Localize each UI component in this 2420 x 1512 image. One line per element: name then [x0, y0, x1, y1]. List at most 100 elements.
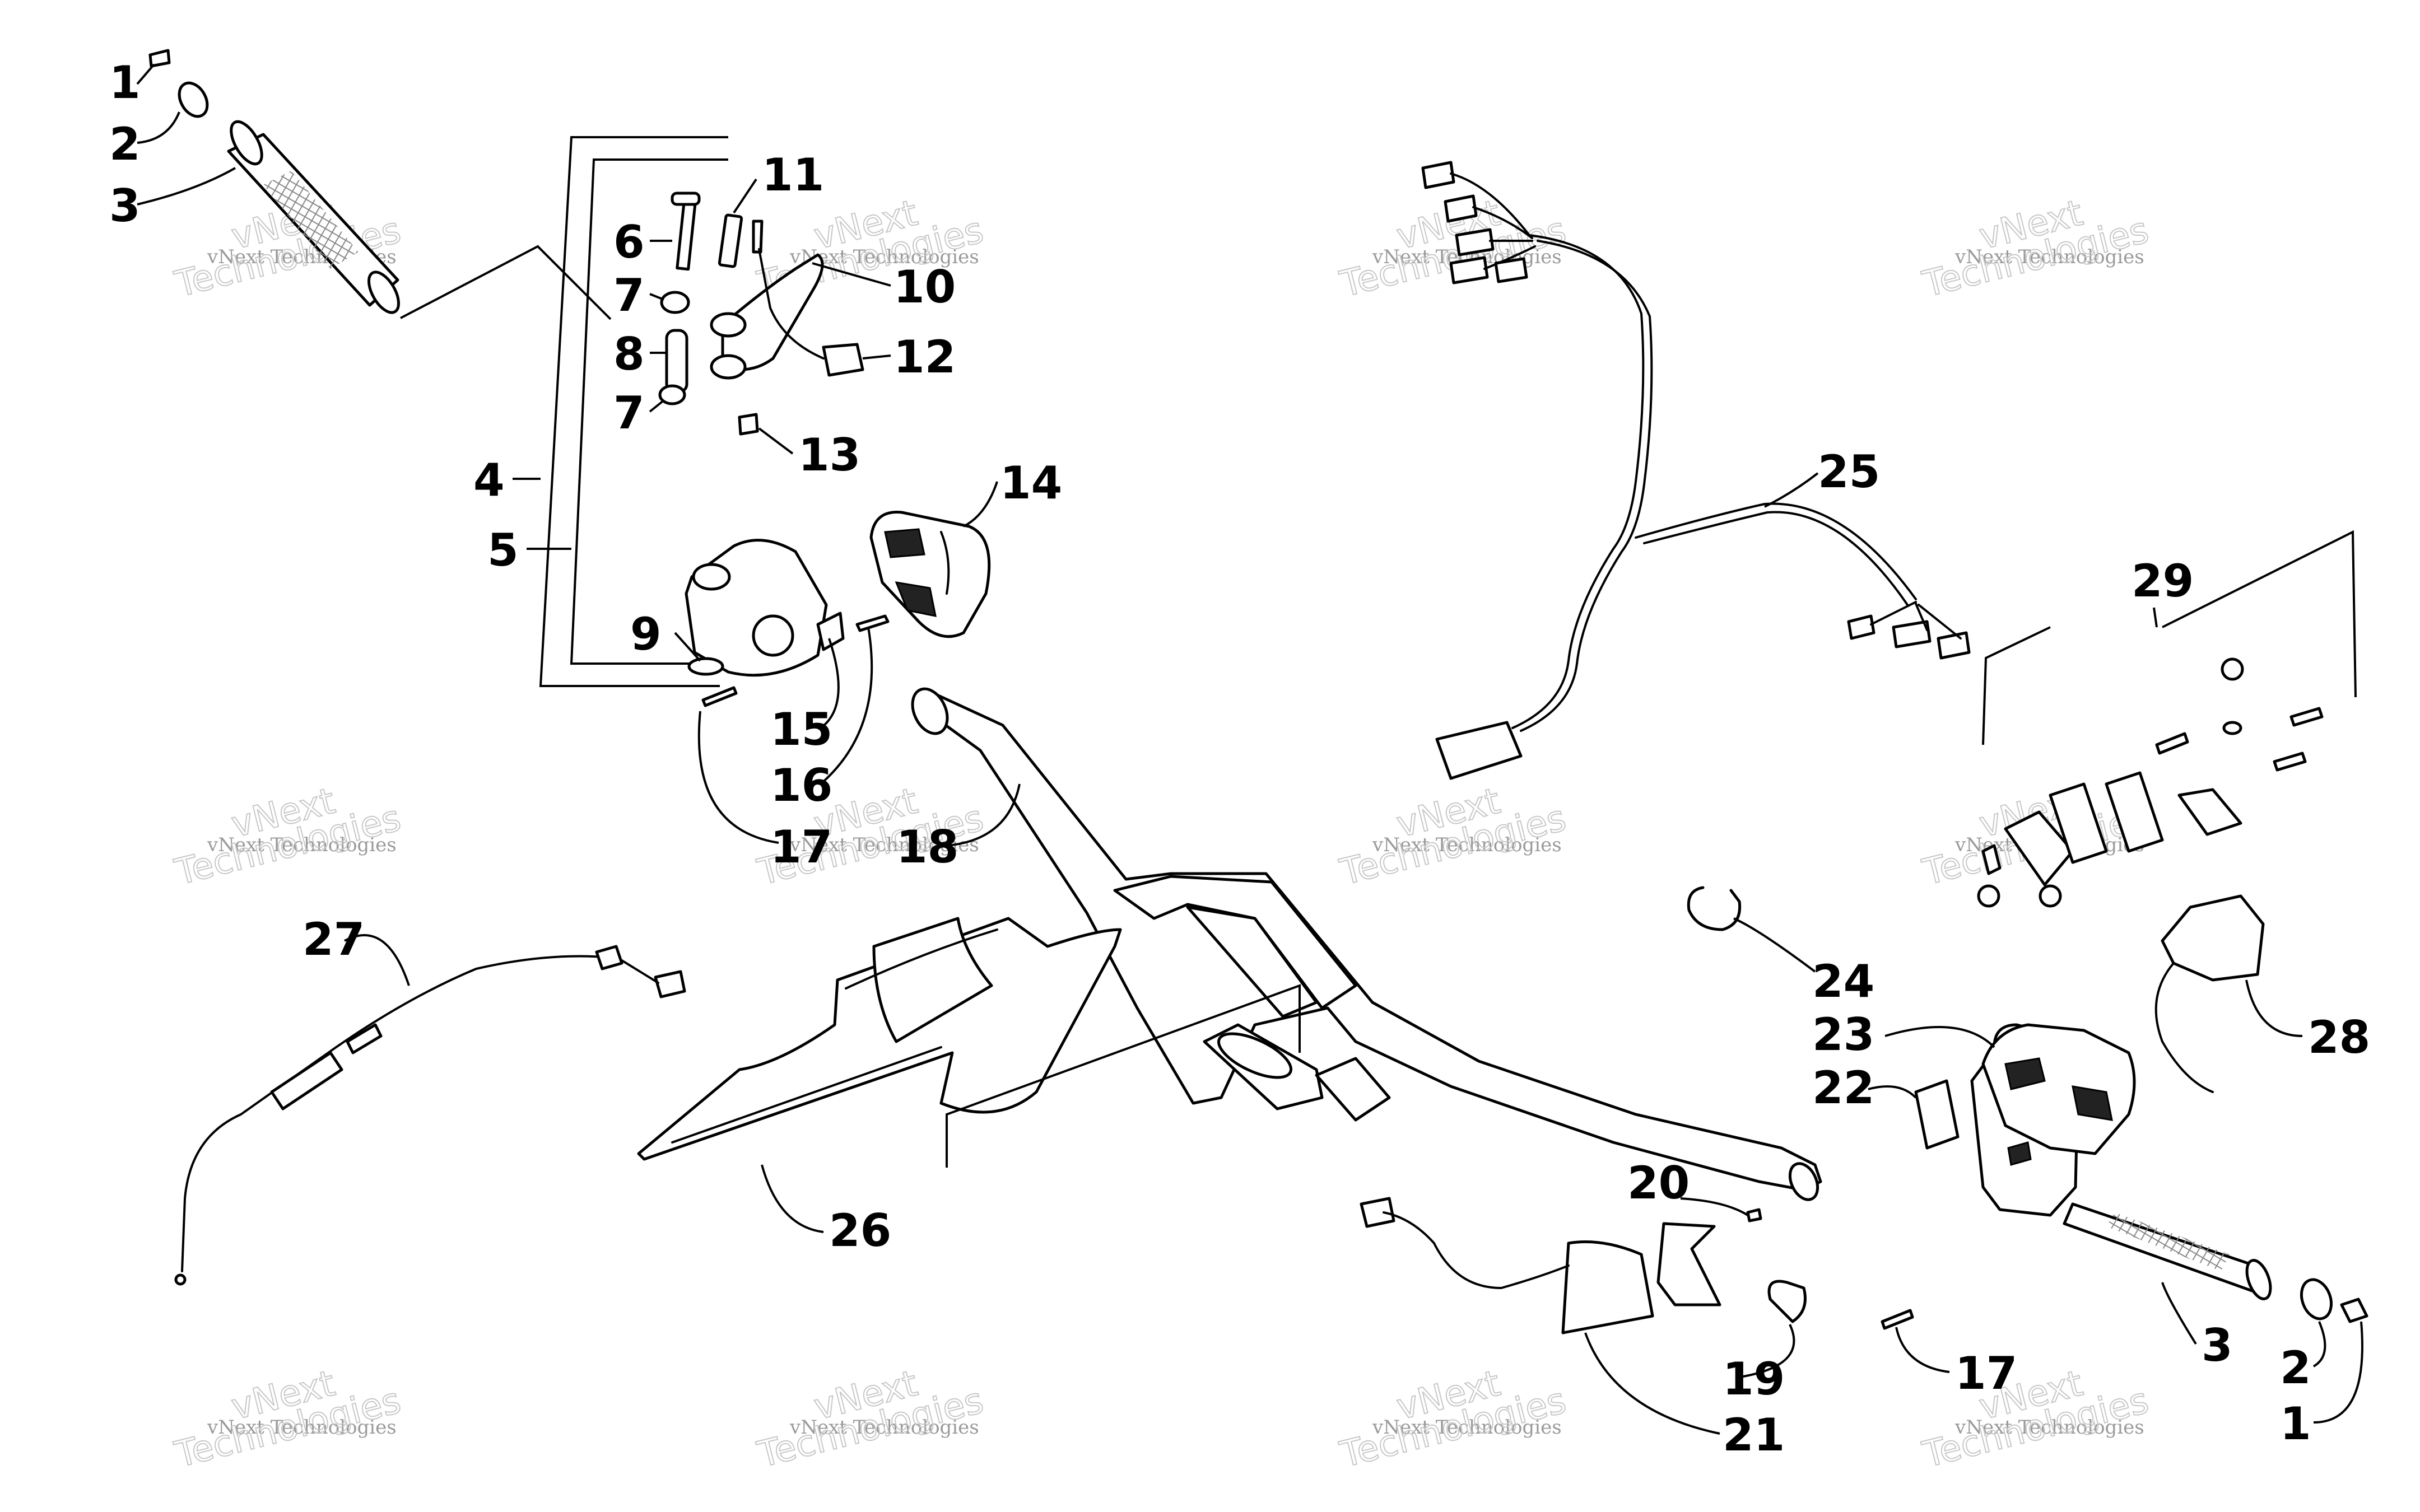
leader-20: [1680, 1197, 1749, 1216]
harness-connector-g: [1892, 620, 1932, 648]
callout-4: 4: [473, 454, 505, 506]
cable-inner: [621, 959, 659, 984]
harness-connector-c: [1455, 228, 1495, 256]
switch-edge: [940, 531, 950, 595]
grip-knurl: [263, 171, 359, 269]
housing-port: [752, 614, 794, 657]
callout-3: 3: [109, 180, 141, 232]
pivot-pin: [676, 199, 697, 271]
leader-17b: [1895, 1327, 1950, 1373]
leader-9: [674, 632, 701, 662]
callout-27: 27: [302, 913, 365, 965]
leader-26: [761, 1164, 824, 1233]
cable-adjuster: [270, 1051, 343, 1110]
bracket-29-right: [2162, 530, 2357, 698]
heater-connector: [1360, 1197, 1395, 1228]
watermark: vNext Technologies vNext Technologies: [170, 1362, 406, 1476]
harness-connector-e: [1494, 257, 1528, 283]
grip-open-end: [367, 270, 400, 314]
leader-22: [1868, 1085, 1917, 1099]
callout-2-right: 2: [2280, 1342, 2311, 1394]
left-control-parts: [658, 192, 890, 707]
callout-5: 5: [487, 524, 519, 576]
bracket-4: [539, 136, 728, 687]
pad-logo-panel: [872, 917, 993, 1043]
switch-rocker: [895, 581, 937, 617]
brace-inner: [1186, 906, 1318, 1018]
grip-end-screw: [148, 49, 171, 68]
bushing-right: [1767, 1280, 1807, 1323]
harness-connector-b: [1444, 194, 1478, 223]
watermark-text: vNext Technologies: [207, 834, 397, 856]
watermark: vNext Technologies vNext Technologies: [170, 780, 406, 894]
watermark-text: vNext Technologies: [1954, 1416, 2144, 1439]
right-control-parts: [1360, 1023, 2136, 1334]
washer-upper: [660, 291, 690, 314]
callout-13: 13: [798, 429, 860, 481]
callout-14: 14: [1000, 457, 1062, 509]
watermark-text: vNext Technologies: [1954, 246, 2144, 268]
leader-14: [963, 481, 998, 528]
harness-branch-leads: [1870, 601, 1962, 640]
bracket-washer: [2222, 721, 2242, 735]
callout-18: 18: [896, 821, 958, 873]
lever-pivot-eye-lower: [710, 354, 747, 380]
harness-leads: [1450, 172, 1536, 270]
bracket-bolt-c: [2273, 752, 2307, 772]
clamp-bore: [1217, 1032, 1293, 1079]
heater-wire: [1383, 1211, 1570, 1290]
watermark: vNext Technologies vNext Technologies: [1335, 1362, 1571, 1476]
adjuster-clip: [816, 612, 845, 651]
bracket-nut-c: [2039, 884, 2062, 908]
watermark-text: vNext Technologies: [1372, 834, 1562, 856]
callout-21: 21: [1723, 1409, 1785, 1461]
leader-25: [1764, 472, 1819, 508]
leader-11: [733, 178, 757, 214]
bracket-nut-a: [1981, 844, 2002, 875]
leader-13: [758, 427, 794, 455]
callout-19: 19: [1723, 1353, 1785, 1405]
watermark: vNext Technologies vNext Technologies: [753, 192, 988, 306]
leader-23: [1884, 1026, 1995, 1048]
snap-ring: [1687, 886, 1742, 931]
callout-7: 7: [613, 269, 645, 321]
crossbar-brace: [1113, 875, 1357, 1010]
leader-15: [820, 638, 840, 729]
washer-lower: [658, 384, 686, 405]
leader-19: [1736, 1324, 1795, 1379]
leader-7a: [649, 293, 664, 301]
grip-washer-right: [2300, 1278, 2333, 1320]
cable-sheath: [181, 955, 612, 1272]
bracket-5: [570, 158, 728, 665]
harness-connector-a: [1421, 161, 1455, 189]
heater-element: [1561, 1240, 1654, 1334]
bar-end-left: [911, 687, 949, 735]
switch-button: [884, 528, 925, 558]
bracket-bolt-b: [2289, 707, 2324, 727]
leader-3a: [137, 167, 236, 206]
left-switch-module: [869, 511, 991, 638]
callout-1-right: 1: [2280, 1398, 2311, 1450]
leader-lines: [136, 63, 2363, 1435]
clamp-plate: [1315, 1057, 1391, 1122]
bracket-nut-b: [1977, 884, 2000, 908]
leader-24: [1733, 917, 1816, 973]
right-grip-assembly: [2063, 1202, 2368, 1323]
callout-17-right: 17: [1955, 1347, 2017, 1399]
heater-element-return: [1656, 1222, 1721, 1306]
cable-ferrule: [346, 1023, 383, 1054]
handlebar: [911, 687, 1822, 1201]
set-screw: [1746, 1208, 1762, 1222]
harness-trunk-outer: [1520, 240, 1653, 732]
housing-boss: [692, 563, 731, 591]
bracket-assembly: [1977, 657, 2324, 1093]
watermark-group: vNext Technologies vNext Technologies vN…: [170, 192, 2153, 1476]
bracket-bolt-a: [2155, 732, 2189, 755]
clip: [738, 413, 759, 436]
leader-27: [344, 934, 410, 986]
leader-3b: [2161, 1282, 2197, 1345]
watermark-text: vNext Technologies: [789, 1416, 979, 1439]
pad-edge-line: [671, 1046, 942, 1144]
watermark-text: vNext Technologies: [1372, 1416, 1562, 1439]
switch-housing: [869, 511, 991, 638]
